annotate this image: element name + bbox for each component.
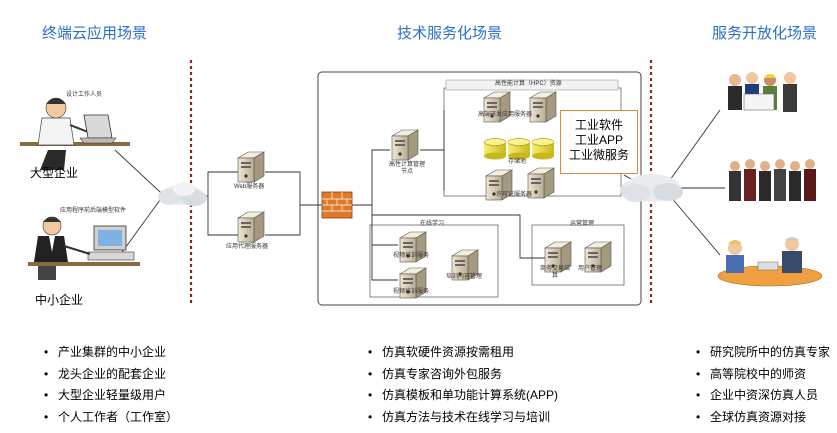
list-item: 高等院校中的师资 bbox=[696, 364, 830, 386]
list-item: 龙头企业的配套企业 bbox=[44, 364, 178, 386]
bullet-list-center: 仿真软硬件资源按需租用 仿真专家咨询外包服务 仿真模板和单功能计算系统(APP)… bbox=[368, 342, 558, 428]
video-service-label-1: 视频培训服务 bbox=[392, 253, 429, 259]
list-item: 全球仿真资源对接 bbox=[696, 407, 830, 429]
list-item: 产业集群的中小企业 bbox=[44, 342, 178, 364]
large-enterprise-user-icon bbox=[20, 97, 130, 170]
list-item: 研究院所中的仿真专家 bbox=[696, 342, 830, 364]
heading-service-open: 服务开放化场景 bbox=[712, 25, 818, 42]
experts-group-icon-2 bbox=[729, 159, 816, 201]
sme-label: 中小企业 bbox=[35, 293, 84, 307]
industrial-software-callout: 工业软件 工业APP 工业微服务 bbox=[560, 110, 638, 174]
license-server-label: 许可证服务器 bbox=[496, 192, 533, 198]
proxy-server-icon bbox=[237, 211, 265, 243]
trade-platform-label: 商务交易结算 bbox=[539, 266, 570, 279]
dev-server-icon-2 bbox=[529, 91, 557, 123]
large-enterprise-label: 大型企业 bbox=[30, 166, 79, 180]
dev-server-label: 高端研发应用服务器 bbox=[478, 112, 533, 118]
list-item: 企业中资深仿真人员 bbox=[696, 385, 830, 407]
storage-icon bbox=[483, 138, 555, 160]
callout-line-3: 工业微服务 bbox=[568, 148, 629, 162]
learning-box bbox=[369, 224, 499, 298]
list-item: 仿真方法与技术在线学习与培训 bbox=[368, 407, 558, 429]
proxy-server-label: 应用代理服务器 bbox=[226, 244, 269, 250]
heading-terminal-cloud: 终端云应用场景 bbox=[42, 25, 148, 42]
cloud-icon-left bbox=[158, 182, 207, 206]
video-service-label-2: 视频培训服务 bbox=[392, 289, 429, 295]
tiny-caption-app: 应用程序前后端模型软件 bbox=[60, 208, 127, 214]
storage-label: 存储池 bbox=[508, 159, 527, 165]
ops-box bbox=[531, 224, 625, 286]
web-server-icon bbox=[237, 151, 265, 183]
learning-area-label: 在线学习 bbox=[420, 221, 445, 227]
callout-line-2: 工业APP bbox=[574, 133, 623, 147]
bullet-list-right: 研究院所中的仿真专家 高等院校中的师资 企业中资深仿真人员 全球仿真资源对接 bbox=[696, 342, 830, 428]
list-item: 仿真软硬件资源按需租用 bbox=[368, 342, 558, 364]
experts-group-icon-1 bbox=[728, 72, 797, 112]
tiny-caption-designer: 设计工作人员 bbox=[66, 92, 103, 98]
list-item: 大型企业轻量级用户 bbox=[44, 385, 178, 407]
heading-tech-service: 技术服务化场景 bbox=[397, 25, 503, 42]
callout-line-1: 工业软件 bbox=[574, 118, 623, 132]
content-manager-label: 培训内容管理 bbox=[445, 274, 482, 280]
firewall-icon bbox=[321, 191, 353, 219]
user-management-label: 用户管理 bbox=[578, 266, 603, 272]
cloud-icon-right-large bbox=[622, 174, 683, 202]
hpc-title: 高性能计算（HPC）资源 bbox=[495, 81, 562, 87]
sme-user-icon bbox=[28, 216, 140, 280]
web-server-label: Web服务器 bbox=[234, 184, 265, 190]
compute-manager-label: 高性计算管理节点 bbox=[388, 162, 425, 175]
list-item: 仿真模板和单功能计算系统(APP) bbox=[368, 385, 558, 407]
bullet-list-left: 产业集群的中小企业 龙头企业的配套企业 大型企业轻量级用户 个人工作者（工作室） bbox=[44, 342, 178, 428]
list-item: 仿真专家咨询外包服务 bbox=[368, 364, 558, 386]
ops-area-label: 运营管理 bbox=[570, 221, 595, 227]
experts-group-icon-3 bbox=[717, 237, 823, 287]
list-item: 个人工作者（工作室） bbox=[44, 407, 178, 429]
compute-manager-icon bbox=[391, 129, 419, 161]
